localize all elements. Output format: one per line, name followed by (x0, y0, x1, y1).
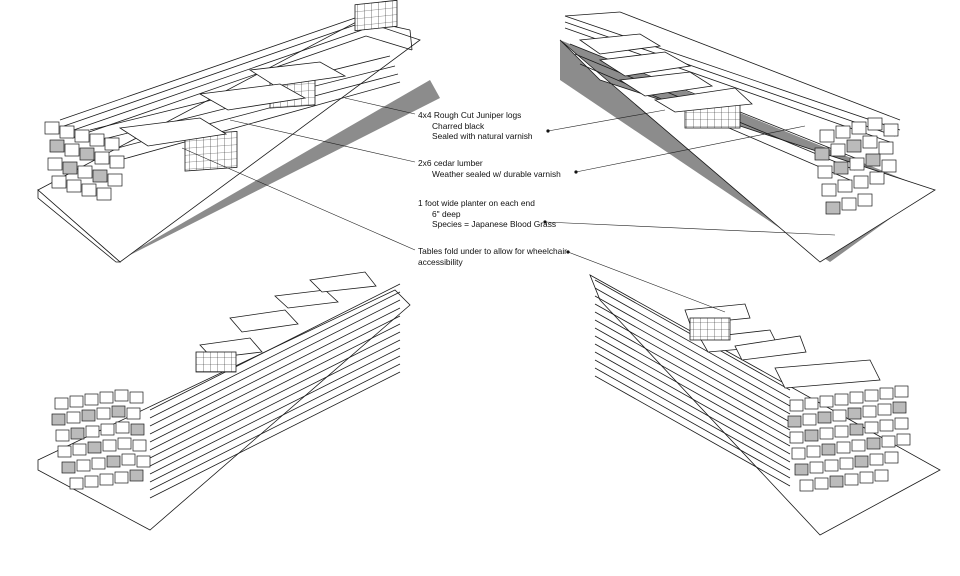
annotation-line: accessibility (418, 256, 463, 267)
annotation-line: Weather sealed w/ durable varnish (432, 168, 561, 179)
log-cluster (44, 121, 125, 201)
leader-tables-right (567, 251, 726, 313)
leader-juniper-right (547, 109, 666, 132)
back-rail-planks (149, 283, 401, 499)
annotation-juniper-logs: 4x4 Rough Cut Juniper logs Charred black… (418, 110, 533, 142)
leader-lines (181, 97, 836, 313)
table (578, 33, 662, 55)
annotation-line: Charred black (432, 120, 485, 131)
view-bottom-left (37, 271, 411, 531)
view-bottom-right (589, 274, 941, 536)
annotation-planter: 1 foot wide planter on each end 6" deep … (418, 198, 556, 230)
annotation-line: 1 foot wide planter on each end (418, 198, 535, 208)
annotation-cedar-lumber: 2x6 cedar lumber Weather sealed w/ durab… (418, 158, 561, 179)
planter-grid (689, 317, 731, 341)
leader-juniper-left (344, 97, 416, 115)
view-top-right (559, 11, 936, 263)
annotation-line: Sealed with natural varnish (432, 131, 533, 142)
leader-planter (544, 221, 836, 236)
log-cluster (51, 389, 151, 490)
annotation-line: Tables fold under to allow for wheelchai… (418, 246, 567, 256)
leader-tables-left (181, 147, 416, 251)
annotation-line: 2x6 cedar lumber (418, 158, 483, 168)
annotation-line: Species = Japanese Blood Grass (432, 219, 557, 230)
log-cluster (814, 117, 899, 215)
annotation-line: 4x4 Rough Cut Juniper logs (418, 110, 522, 120)
planter-grid (195, 351, 237, 373)
annotation-tables: Tables fold under to allow for wheelchai… (418, 246, 567, 267)
table (248, 61, 347, 87)
view-top-left (37, 0, 440, 263)
planter-grid (354, 0, 398, 32)
back-rail-planks (59, 17, 413, 139)
back-rail-planks (594, 279, 791, 487)
log-cluster (787, 385, 911, 492)
shadow (115, 80, 440, 262)
leader-cedar-right (575, 125, 806, 173)
leader-dots (543, 129, 578, 254)
annotation-line: 6" deep (432, 208, 461, 219)
leader-cedar-left (229, 119, 416, 163)
